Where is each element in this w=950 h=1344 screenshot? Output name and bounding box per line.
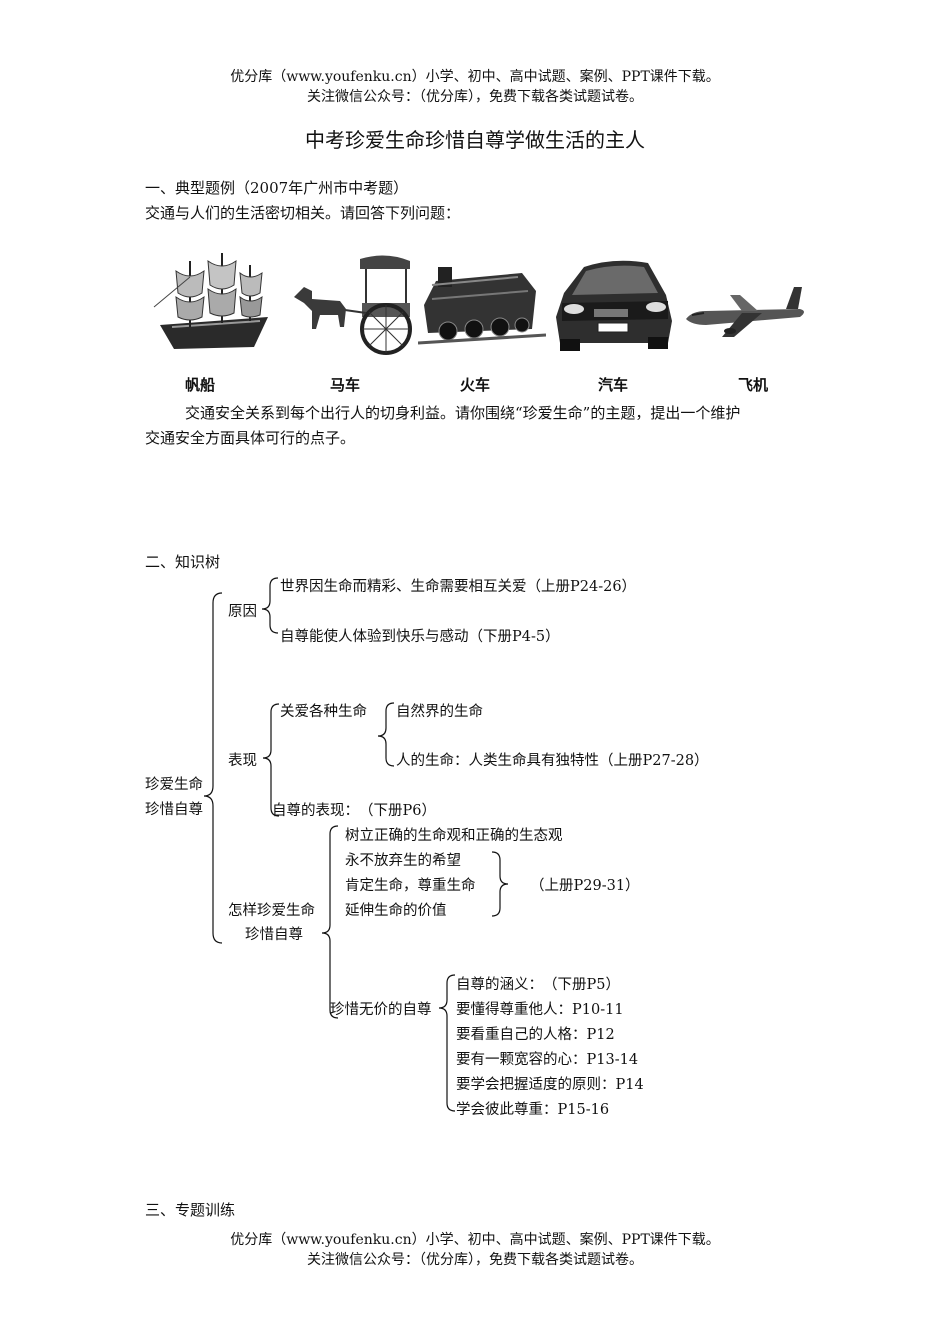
- tree-dignity-item-2: 要懂得尊重他人：P10-11: [456, 1002, 624, 1018]
- section1-intro: 交通与人们的生活密切相关。请回答下列问题：: [145, 204, 461, 222]
- tree-life-ref: （上册P29-31）: [530, 878, 640, 894]
- tree-life-item-3: 肯定生命，尊重生命: [345, 878, 476, 894]
- caption-train: 火车: [460, 376, 491, 394]
- tree-dignity-item-6: 学会彼此尊重：P15-16: [456, 1102, 610, 1118]
- tree-dignity-item-3: 要看重自己的人格：P12: [456, 1027, 615, 1043]
- tree-dignity-item-5: 要学会把握适度的原则：P14: [456, 1077, 644, 1093]
- caption-sailing-ship: 帆船: [185, 376, 216, 394]
- tree-how-label-line-2: 珍惜自尊: [245, 927, 303, 943]
- airplane-icon: [682, 247, 810, 359]
- tree-reason-item-2: 自尊能使人体验到快乐与感动（下册P4-5）: [280, 629, 560, 645]
- tree-root-line-1: 珍爱生命: [145, 777, 203, 793]
- tree-how-label-line-1: 怎样珍爱生命: [228, 903, 315, 919]
- footer-line-2: 关注微信公众号：（优分库），免费下载各类试题试卷。: [307, 1252, 643, 1268]
- tree-self-respect: 自尊的表现： （下册P6）: [272, 803, 436, 819]
- tree-life-item-1: 树立正确的生命观和正确的生态观: [345, 828, 563, 844]
- tree-reason-item-1: 世界因生命而精彩、生命需要相互关爱（上册P24-26）: [280, 579, 637, 595]
- caption-horse-carriage: 马车: [330, 376, 361, 394]
- question-line-2: 交通安全方面具体可行的点子。: [145, 429, 356, 447]
- caption-car: 汽车: [598, 376, 629, 394]
- car-icon: [550, 247, 678, 359]
- train-icon: [418, 247, 546, 359]
- section1-heading: 一、典型题例（2007年广州市中考题）: [145, 179, 409, 197]
- tree-dignity-item-4: 要有一颗宽容的心：P13-14: [456, 1052, 639, 1068]
- caption-airplane: 飞机: [738, 376, 769, 394]
- tree-life-item-4: 延伸生命的价值: [345, 903, 447, 919]
- header-line-1: 优分库（www.youfenku.cn）小学、初中、高中试题、案例、PPT课件下…: [230, 69, 720, 85]
- header-line-2: 关注微信公众号：（优分库），免费下载各类试题试卷。: [307, 89, 643, 105]
- tree-life-item-2: 永不放弃生的希望: [345, 853, 461, 869]
- tree-reason-label: 原因: [228, 604, 257, 620]
- tree-expression-label: 表现: [228, 753, 257, 769]
- tree-care-item-2: 人的生命：人类生命具有独特性（上册P27-28）: [396, 753, 709, 769]
- tree-care-label: 关爱各种生命: [280, 704, 367, 720]
- tree-root-line-2: 珍惜自尊: [145, 802, 203, 818]
- tree-dignity-item-1: 自尊的涵义： （下册P5）: [456, 977, 620, 993]
- footer-line-1: 优分库（www.youfenku.cn）小学、初中、高中试题、案例、PPT课件下…: [230, 1232, 720, 1248]
- page-title: 中考珍爱生命珍惜自尊学做生活的主人: [305, 128, 645, 152]
- question-line-1: 交通安全关系到每个出行人的切身利益。请你围绕“珍爱生命”的主题，提出一个维护: [185, 404, 741, 422]
- tree-care-item-1: 自然界的生命: [396, 704, 483, 720]
- sailing-ship-icon: [150, 247, 278, 359]
- horse-carriage-icon: [290, 247, 418, 359]
- section2-heading: 二、知识树: [145, 553, 221, 571]
- tree-dignity-label: 珍惜无价的自尊: [330, 1002, 432, 1018]
- section3-heading: 三、专题训练: [145, 1201, 236, 1219]
